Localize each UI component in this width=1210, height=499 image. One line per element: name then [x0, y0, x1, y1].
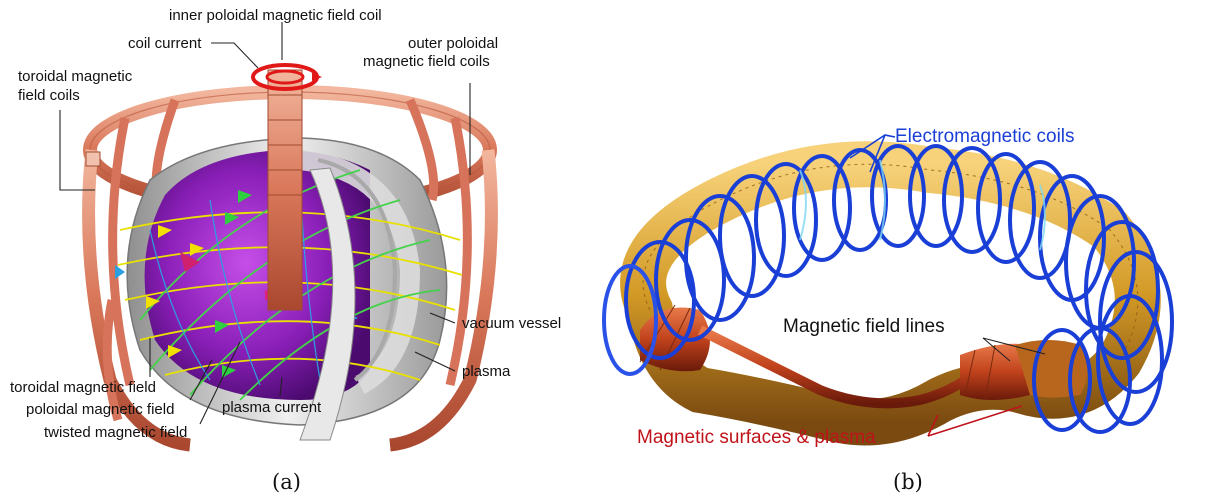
label-outer-poloidal-1: outer poloidal — [408, 35, 498, 52]
label-plasma-current: plasma current — [222, 399, 322, 416]
label-poloidal-field: poloidal magnetic field — [26, 401, 174, 418]
label-inner-poloidal-coil: inner poloidal magnetic field coil — [169, 7, 382, 24]
label-outer-poloidal-2: magnetic field coils — [363, 53, 490, 70]
caption-a: (a) — [272, 470, 301, 494]
label-magnetic-field-lines: Magnetic field lines — [783, 316, 945, 337]
label-plasma: plasma — [462, 363, 511, 380]
stellarator-illustration — [604, 146, 1172, 432]
label-toroidal-field: toroidal magnetic field — [10, 379, 156, 396]
label-toroidal-coils-2: field coils — [18, 87, 80, 104]
label-electromagnetic-coils: Electromagnetic coils — [895, 126, 1075, 147]
label-twisted-field: twisted magnetic field — [44, 424, 187, 441]
label-vacuum-vessel: vacuum vessel — [462, 315, 561, 332]
label-coil-current: coil current — [128, 35, 202, 52]
label-toroidal-coils-1: toroidal magnetic — [18, 68, 133, 85]
caption-b: (b) — [893, 470, 923, 494]
label-magnetic-surfaces: Magnetic surfaces & plasma — [637, 427, 876, 448]
